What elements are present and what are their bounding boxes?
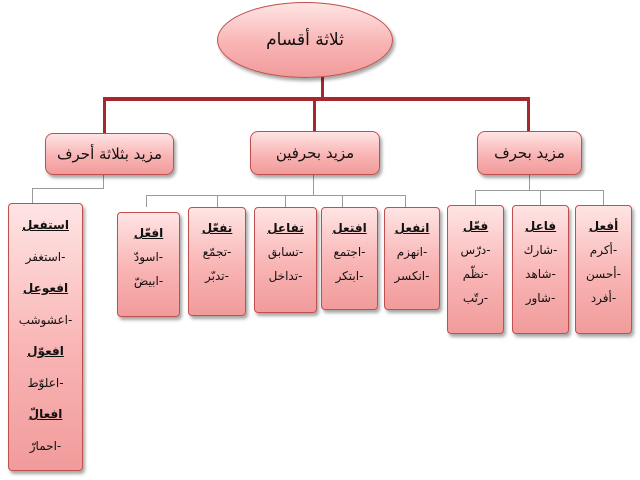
pattern-heading: أفعل bbox=[588, 219, 619, 233]
connector-cat2-drop-a bbox=[405, 195, 406, 207]
pattern-example: -ابيضّ bbox=[133, 274, 164, 288]
connector-cat2-drop-b bbox=[342, 195, 343, 207]
root-node: ثلاثة أقسام bbox=[217, 2, 393, 78]
connector-cat2-stem bbox=[313, 175, 314, 196]
connector-left-drop bbox=[103, 97, 106, 134]
pattern-box: انفعل -انهزم -انكسر bbox=[384, 207, 440, 310]
category-title: مزيد بثلاثة أحرف bbox=[56, 145, 163, 163]
category-two-letters: مزيد بحرفين bbox=[250, 131, 380, 175]
pattern-example: -اعشوشب bbox=[18, 312, 73, 327]
category-three-letters: مزيد بثلاثة أحرف bbox=[45, 133, 174, 175]
connector-cat3-drop bbox=[32, 188, 33, 203]
connector-cat1-drop-a bbox=[603, 190, 604, 205]
pattern-heading: افتعل bbox=[332, 221, 367, 235]
connector-cat1-horizontal bbox=[475, 190, 604, 191]
pattern-example: -تجمّع bbox=[202, 245, 232, 259]
pattern-example: -درّس bbox=[460, 243, 491, 257]
pattern-example: -تسابق bbox=[267, 245, 304, 259]
pattern-box: تفعّل -تجمّع -تدبّر bbox=[188, 207, 246, 316]
pattern-box: افتعل -اجتمع -ابتكر bbox=[321, 207, 378, 310]
connector-main-horizontal bbox=[103, 97, 530, 101]
pattern-example: -نظّم bbox=[462, 267, 489, 281]
pattern-box-tall: استفعل -استغفر افعوعل -اعشوشب افعوّل -اع… bbox=[8, 203, 83, 471]
pattern-example: -أفرد bbox=[590, 291, 617, 305]
connector-cat3-horizontal bbox=[32, 188, 104, 189]
connector-cat2-drop-c bbox=[285, 195, 286, 207]
root-title: ثلاثة أقسام bbox=[266, 30, 344, 50]
pattern-example: -انهزم bbox=[396, 245, 428, 259]
pattern-example: -اسودّ bbox=[133, 250, 164, 264]
connector-cat2-drop-d bbox=[217, 195, 218, 207]
pattern-heading: استفعل bbox=[22, 218, 69, 232]
connector-middle-drop bbox=[313, 97, 316, 133]
pattern-heading: افعالّ bbox=[28, 407, 63, 421]
category-title: مزيد بحرفين bbox=[275, 144, 355, 162]
pattern-heading: انفعل bbox=[394, 221, 430, 235]
pattern-example: -أكرم bbox=[589, 243, 618, 257]
connector-cat3-stem bbox=[103, 175, 104, 189]
pattern-box: تفاعل -تسابق -تداخل bbox=[254, 207, 317, 313]
connector-cat1-drop-b bbox=[540, 190, 541, 205]
category-title: مزيد بحرف bbox=[494, 144, 565, 162]
pattern-example: -اعلوّط bbox=[27, 375, 64, 390]
connector-right-drop bbox=[527, 97, 530, 131]
pattern-example: -شاهد bbox=[525, 267, 556, 281]
pattern-box: افعّل -اسودّ -ابيضّ bbox=[117, 212, 180, 317]
pattern-heading: افعوّل bbox=[27, 344, 64, 358]
pattern-example: -شاور bbox=[525, 291, 556, 305]
pattern-heading: تفعّل bbox=[201, 221, 233, 235]
pattern-box: فاعل -شارك -شاهد -شاور bbox=[512, 205, 569, 334]
pattern-box: فعّل -درّس -نظّم -رتّب bbox=[447, 205, 504, 334]
pattern-example: -اجتمع bbox=[333, 245, 366, 259]
pattern-heading: افعّل bbox=[133, 226, 164, 240]
connector-cat1-stem bbox=[529, 173, 530, 191]
connector-cat2-drop-e bbox=[146, 195, 147, 207]
pattern-heading: تفاعل bbox=[267, 221, 304, 235]
category-one-letter: مزيد بحرف bbox=[477, 131, 582, 175]
pattern-example: -أحسن bbox=[586, 267, 621, 281]
pattern-example: -استغفر bbox=[25, 249, 66, 264]
pattern-example: -رتّب bbox=[462, 291, 489, 305]
pattern-heading: افعوعل bbox=[22, 281, 69, 295]
connector-cat1-drop-c bbox=[475, 190, 476, 205]
pattern-example: -انكسر bbox=[394, 269, 430, 283]
pattern-box: أفعل -أكرم -أحسن -أفرد bbox=[575, 205, 632, 334]
connector-cat2-horizontal bbox=[146, 195, 405, 196]
pattern-example: -احمارّ bbox=[29, 438, 62, 453]
pattern-example: -تدبّر bbox=[205, 269, 229, 283]
pattern-heading: فاعل bbox=[524, 219, 557, 233]
pattern-example: -ابتكر bbox=[335, 269, 364, 283]
pattern-example: -شارك bbox=[523, 243, 558, 257]
connector-root-stem bbox=[321, 76, 324, 99]
pattern-example: -تداخل bbox=[268, 269, 303, 283]
pattern-heading: فعّل bbox=[462, 219, 489, 233]
